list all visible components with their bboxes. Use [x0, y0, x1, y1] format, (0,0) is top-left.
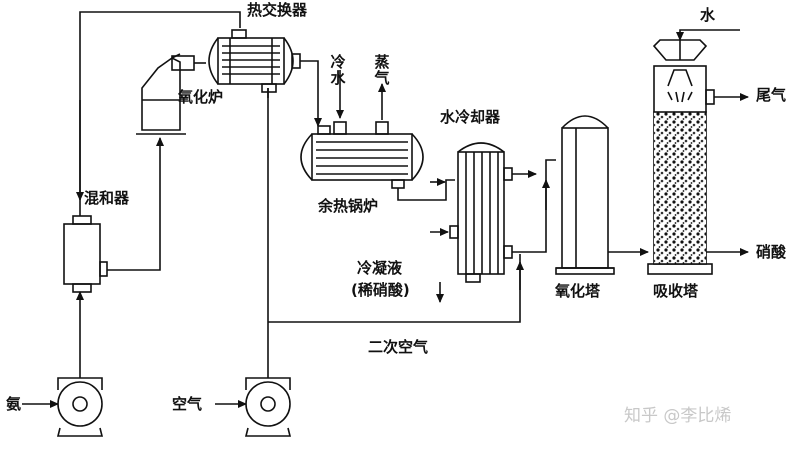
label-steam: 蒸气	[374, 53, 390, 87]
label-nitric-acid: 硝酸	[756, 243, 787, 261]
label-heat-exchanger: 热交换器	[247, 1, 308, 19]
exchanger-to-boiler-line	[300, 60, 322, 127]
absorption-tower	[647, 39, 715, 275]
label-absorption-tower: 吸收塔	[653, 282, 699, 300]
ammonia-pump	[56, 377, 104, 437]
mixer	[63, 215, 108, 293]
waste-heat-boiler	[300, 121, 424, 189]
label-water-top: 水	[700, 6, 716, 24]
label-mixer: 混和器	[84, 189, 130, 207]
oxidation-furnace	[136, 53, 195, 135]
label-oxidation-furnace: 氧化炉	[178, 88, 224, 106]
label-cold-water-1: 冷水	[330, 53, 346, 87]
label-dilute-nitric: (稀硝酸)	[351, 281, 410, 299]
label-secondary-air: 二次空气	[368, 338, 429, 356]
label-oxidation-tower: 氧化塔	[555, 282, 601, 300]
heat-exchanger	[208, 29, 301, 93]
watermark: 知乎 @李比烯	[624, 406, 732, 426]
water-cooler	[449, 142, 513, 283]
oxidation-tower	[555, 115, 615, 275]
label-waste-heat-boiler: 余热锅炉	[318, 197, 379, 215]
label-ammonia: 氨	[6, 395, 22, 413]
boiler-to-cooler-line	[397, 179, 455, 201]
label-tail-gas: 尾气	[756, 86, 787, 104]
label-air: 空气	[172, 395, 203, 413]
label-water-cooler: 水冷却器	[440, 108, 501, 126]
mixer-to-furnace-line	[107, 137, 164, 271]
air-compressor	[244, 377, 292, 437]
label-condensate: 冷凝液	[357, 259, 403, 277]
